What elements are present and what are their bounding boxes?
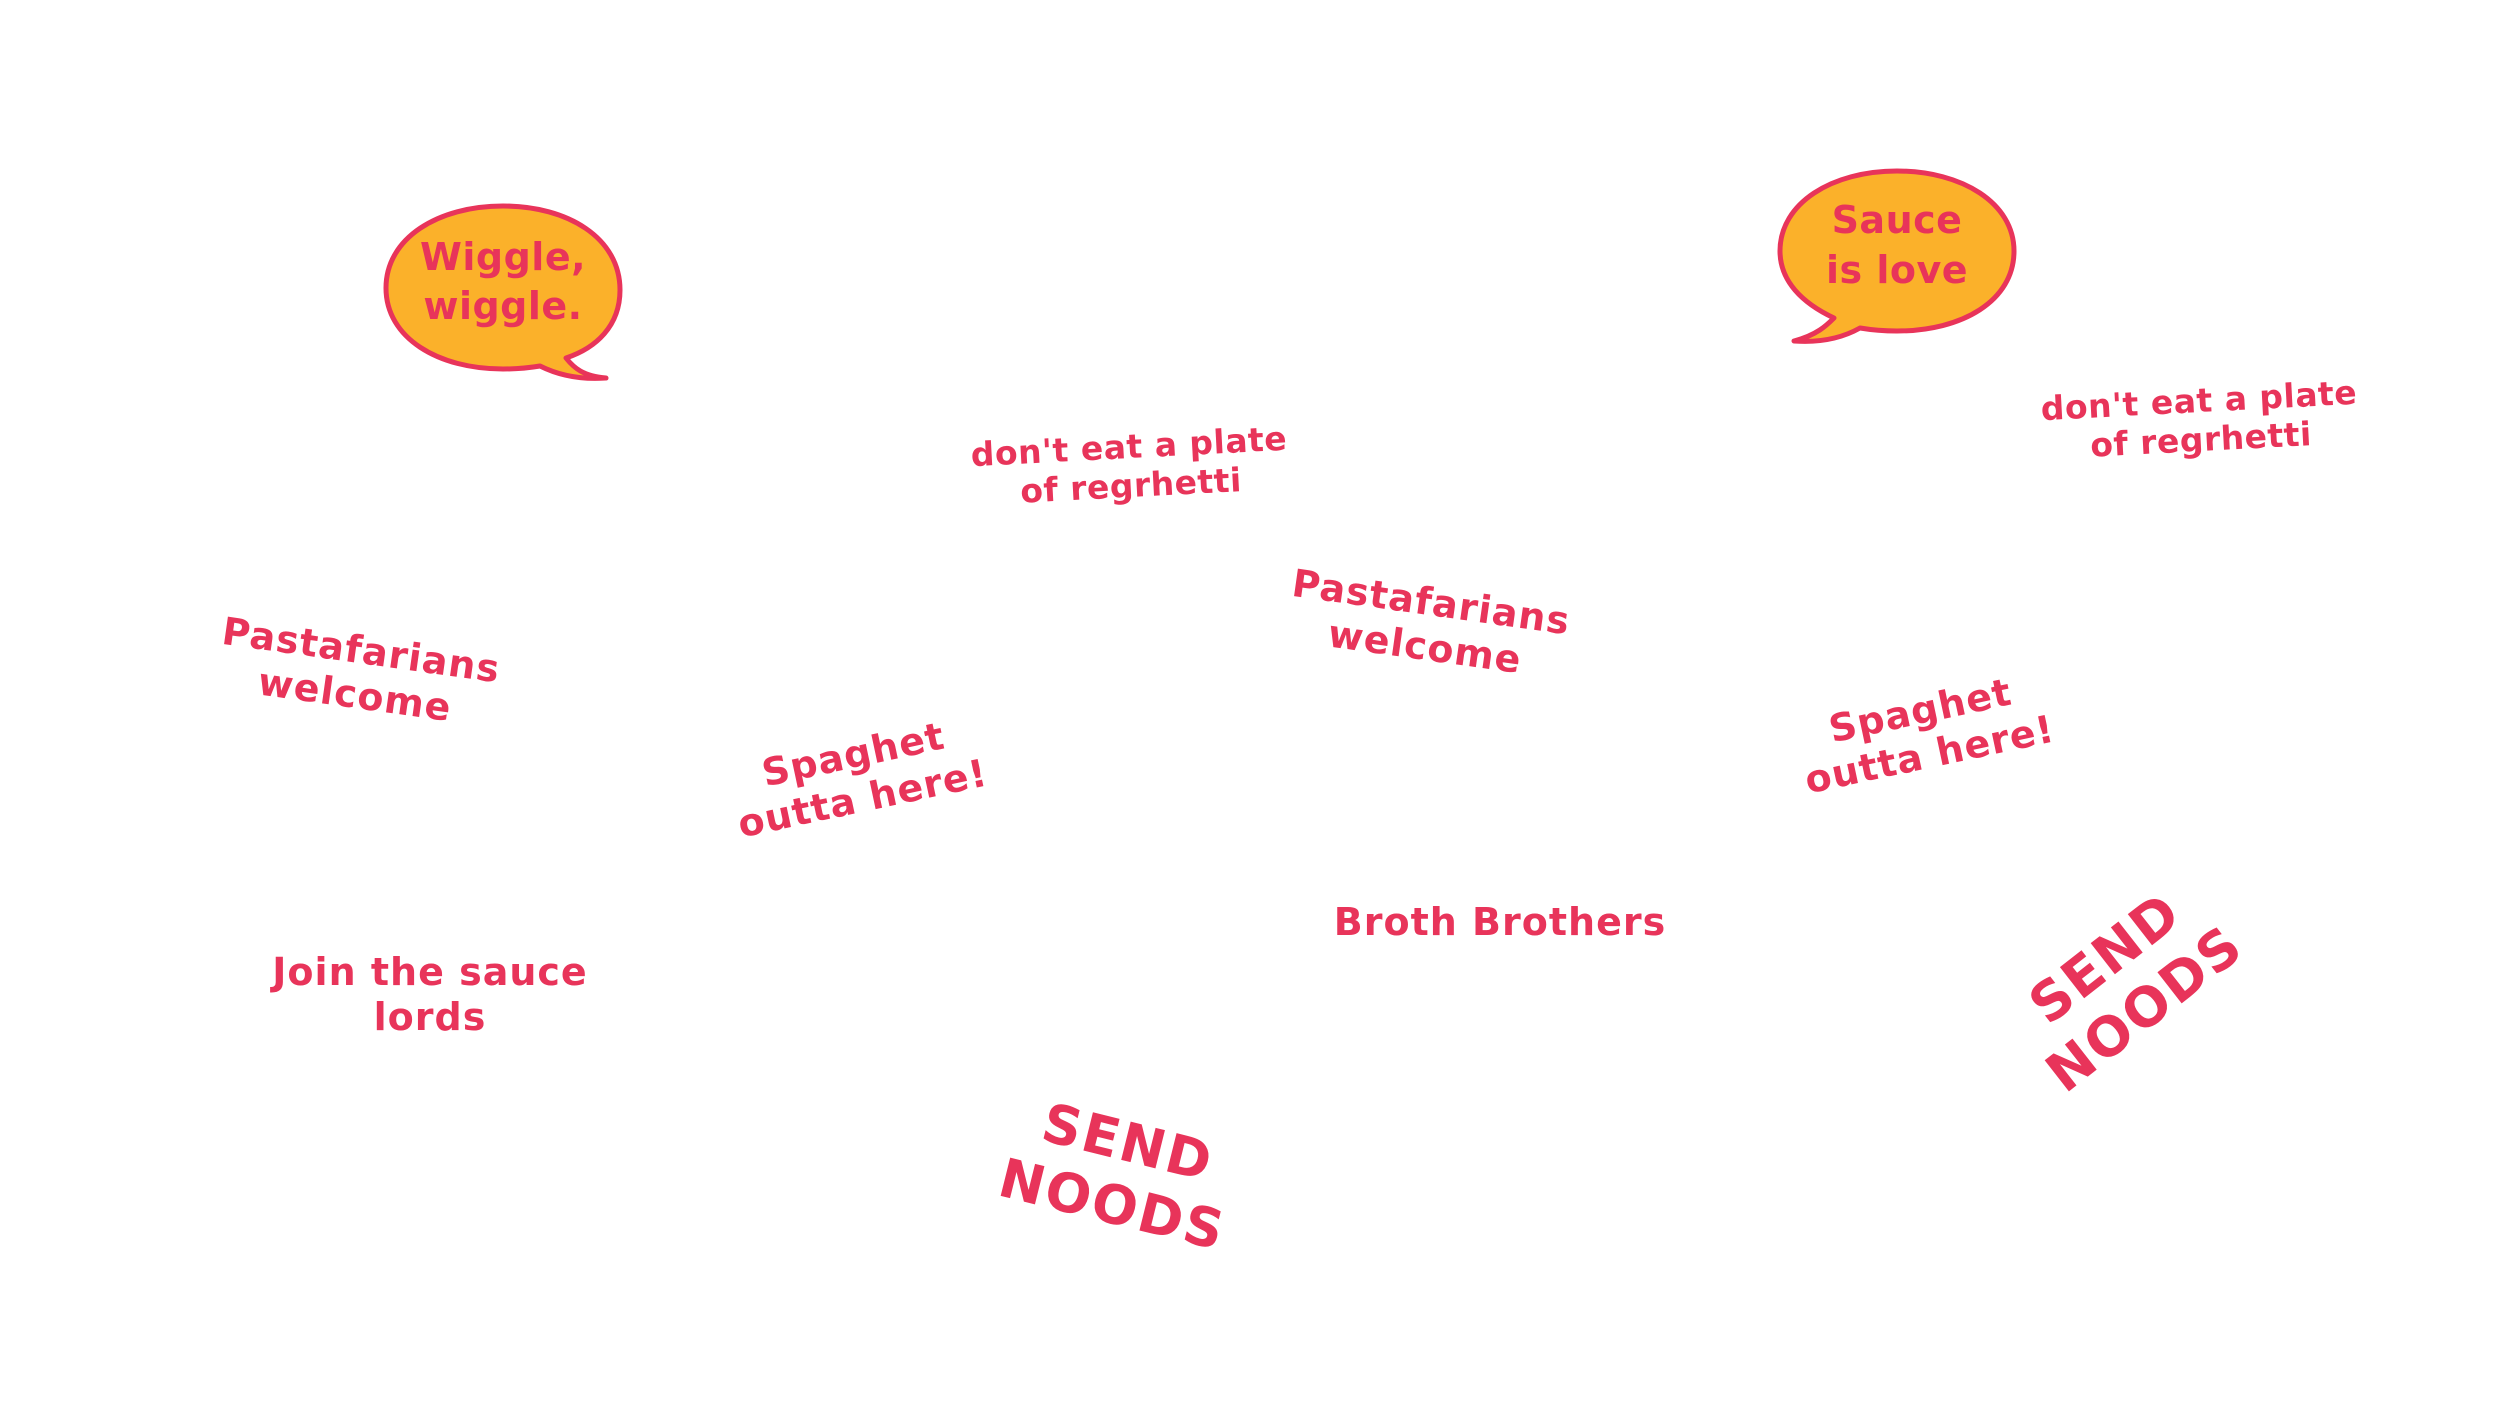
bubble-text: Sauce is love: [1825, 198, 1969, 292]
sticker-pastafarians-center: Pastafarians welcome: [1289, 560, 1573, 682]
speech-bubble-wiggle: Wiggle, wiggle.: [378, 198, 628, 383]
sticker-regrhetti-left: don't eat a plate of regrhetti: [969, 418, 1289, 511]
sticker-broth-brothers: Broth Brothers: [1333, 900, 1667, 944]
sticker-regrhetti-right: don't eat a plate of regrhetti: [2039, 372, 2359, 465]
sticker-sauce-lords: Join the sauce lords: [272, 950, 588, 1039]
bubble-text: Wiggle, wiggle.: [419, 234, 587, 328]
sticker-pastafarians-left: Pastafarians welcome: [219, 608, 503, 730]
sticker-spaghet-left: Spaghet outta here!: [733, 713, 992, 847]
sticker-spaghet-right: Spaghet outta here!: [1800, 669, 2059, 803]
speech-bubble-shape: [1777, 168, 2017, 344]
sticker-send-noods-bottom: SEND NOODS: [992, 1090, 1232, 1263]
speech-bubble-sauce: Sauce is love: [1772, 163, 2022, 348]
sticker-send-noods-right: SEND NOODS: [2017, 880, 2255, 1105]
speech-bubble-shape: [383, 203, 623, 381]
